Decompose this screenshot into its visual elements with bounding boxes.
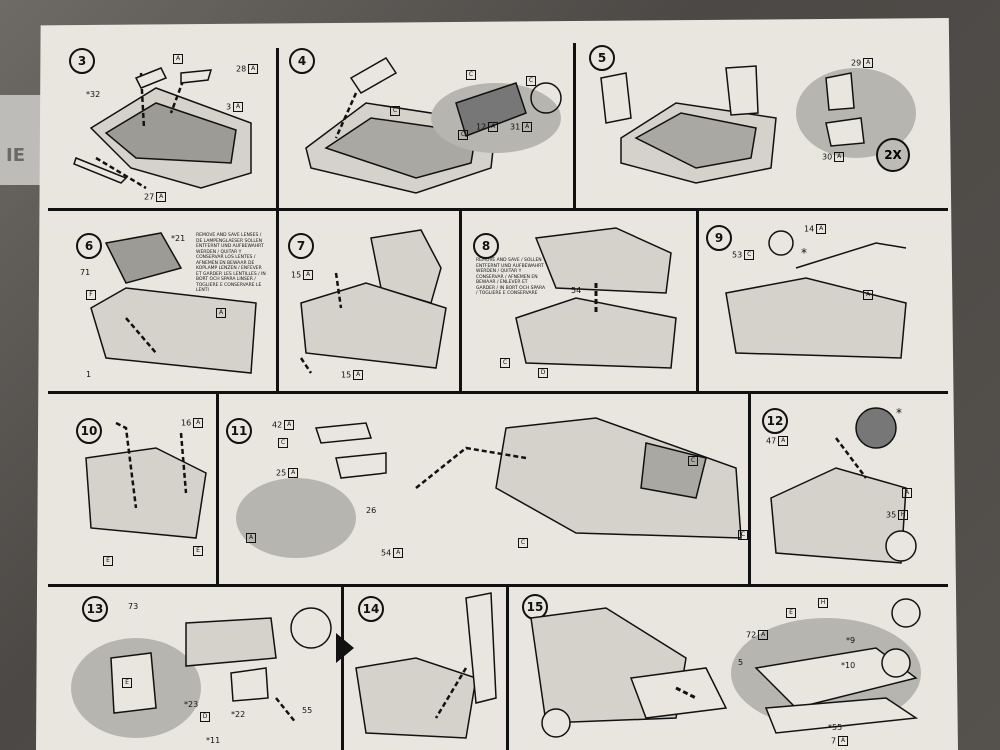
part-label: C	[498, 358, 510, 368]
save-note: REMOVE AND SAVE / SOLLEN ENTFERNT UND AU…	[476, 258, 546, 296]
part-label: 71	[80, 268, 91, 277]
divider	[506, 587, 509, 750]
part-label: F	[84, 290, 96, 300]
step-number: 10	[76, 418, 102, 444]
part-label: A	[171, 54, 183, 64]
part-label: C	[516, 538, 528, 548]
part-label: E	[191, 546, 203, 556]
part-label: *11	[206, 736, 221, 745]
divider	[276, 211, 279, 391]
part-label: *	[896, 406, 902, 420]
part-label: *10	[841, 661, 856, 670]
divider	[748, 394, 751, 584]
step-number: 7	[288, 233, 314, 259]
part-label: C	[388, 106, 400, 116]
divider	[48, 391, 948, 394]
part-label: *21	[171, 234, 186, 243]
part-label: E	[101, 556, 113, 566]
part-label: *9	[846, 636, 856, 645]
part-label: A	[244, 533, 256, 543]
part-label: 55	[302, 706, 313, 715]
part-label: C	[276, 438, 288, 448]
part-label: D	[198, 712, 210, 722]
lens-note: REMOVE AND SAVE LENSES / DE LAMPENGLAESE…	[196, 233, 266, 293]
part-label: *	[801, 246, 807, 260]
part-label: *22	[231, 710, 246, 719]
divider	[696, 211, 699, 391]
part-label: C	[456, 130, 468, 140]
part-label: C	[736, 530, 748, 540]
part-label: 5	[738, 658, 744, 667]
part-label: A	[214, 308, 226, 318]
step-number: 13	[82, 596, 108, 622]
step-number: 5	[589, 45, 615, 71]
part-label: 73	[128, 602, 139, 611]
divider	[48, 584, 948, 587]
part-label: E	[784, 608, 796, 618]
part-label: C	[686, 456, 698, 466]
divider	[48, 208, 948, 211]
step-number: 12	[762, 408, 788, 434]
part-label: 54	[571, 286, 582, 295]
part-label: *23	[184, 700, 199, 709]
divider	[341, 587, 344, 750]
step-number: 6	[76, 233, 102, 259]
part-label: 26	[366, 506, 377, 515]
quantity-badge: 2X	[876, 138, 910, 172]
part-label: *32	[86, 90, 101, 99]
step-number: 8	[473, 233, 499, 259]
assembly-drawings	[71, 57, 921, 739]
part-label: A	[861, 290, 873, 300]
step-number: 4	[289, 48, 315, 74]
divider	[573, 43, 576, 208]
part-label: C	[464, 70, 476, 80]
divider	[276, 48, 279, 208]
step-number: 14	[358, 596, 384, 622]
box-edge-text: IE	[6, 145, 25, 166]
part-label: E	[120, 678, 132, 688]
part-label: A	[900, 488, 912, 498]
part-label: D	[536, 368, 548, 378]
part-label: *55	[828, 723, 843, 732]
divider	[216, 394, 219, 584]
part-label: C	[524, 76, 536, 86]
step-number: 9	[706, 225, 732, 251]
part-label: 1	[86, 370, 92, 379]
divider	[459, 211, 462, 391]
step-number: 3	[69, 48, 95, 74]
part-label: H	[816, 598, 828, 608]
step-number: 11	[226, 418, 252, 444]
instruction-sheet: 3 4 5 6 7 8 9 10 11 12 13 14 15	[36, 18, 958, 750]
